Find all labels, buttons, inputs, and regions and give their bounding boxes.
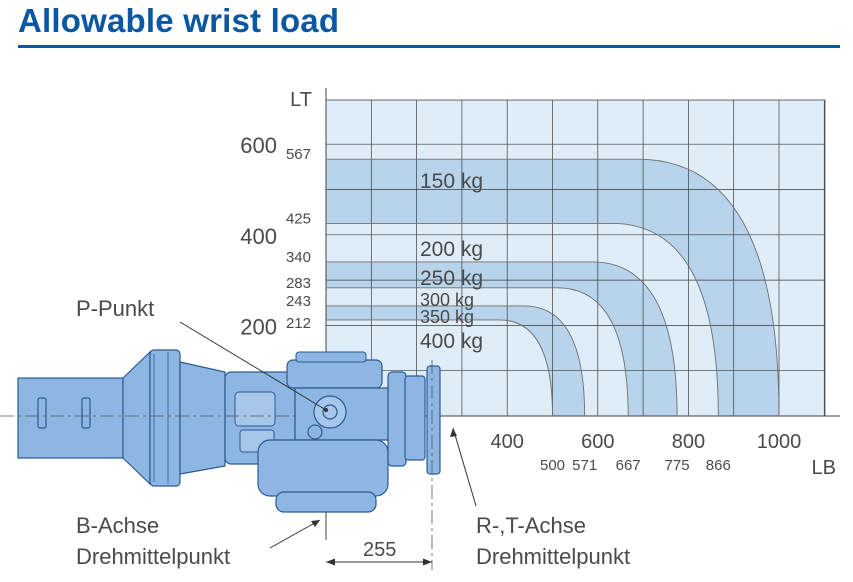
offset-dimension-label: 255	[363, 539, 396, 561]
lb-value-label: 866	[706, 457, 731, 474]
load-boundary-300-kg	[326, 287, 629, 417]
title-underline	[18, 45, 840, 48]
lt-value-label: 212	[286, 315, 311, 332]
load-boundary-150-kg	[326, 158, 780, 417]
load-boundary-400-kg	[326, 319, 553, 417]
series-label-400-kg: 400 kg	[420, 330, 483, 353]
series-label-150-kg: 150 kg	[420, 170, 483, 193]
p-point-label: P-Punkt	[76, 296, 154, 321]
robot-motor-top	[286, 359, 383, 389]
y-tick-label: 600	[240, 133, 277, 158]
robot-motor-bottom	[257, 439, 389, 497]
load-boundary-250-kg	[326, 261, 678, 417]
lb-value-label: 667	[616, 457, 641, 474]
lb-value-label: 500	[540, 457, 565, 474]
load-boundary-350-kg	[326, 305, 586, 417]
series-label-350-kg: 350 kg	[420, 307, 474, 327]
lt-value-label: 567	[286, 146, 311, 163]
b-axis-label: B-Achse	[76, 513, 159, 538]
rt-axis-label: R-,T-Achse	[476, 513, 586, 538]
y-tick-label: 400	[240, 224, 277, 249]
robot-arm-flare	[122, 350, 151, 486]
x-tick-label: 400	[491, 431, 524, 453]
x-axis-label: LB	[812, 457, 836, 479]
rt-axis-subtitle: Drehmittelpunkt	[476, 544, 630, 569]
lb-value-label: 571	[572, 457, 597, 474]
series-label-250-kg: 250 kg	[420, 267, 483, 290]
load-boundary-200-kg	[326, 223, 719, 417]
page-title: Allowable wrist load	[18, 2, 340, 39]
series-label-300-kg: 300 kg	[420, 290, 474, 310]
load-boundaries	[326, 158, 780, 417]
chart-gridlines	[230, 88, 840, 540]
y-tick-label: 200	[240, 314, 277, 339]
b-axis-subtitle: Drehmittelpunkt	[76, 544, 230, 569]
y-axis-label: LT	[290, 89, 312, 111]
annotation-leaders	[179, 321, 477, 566]
robot-arm-ring	[149, 349, 181, 487]
robot-wrist-illustration	[0, 349, 441, 570]
lb-value-label: 775	[665, 457, 690, 474]
robot-arm-tube	[17, 377, 124, 459]
lt-value-label: 283	[286, 275, 311, 292]
robot-flange	[426, 365, 441, 475]
lt-value-label: 243	[286, 293, 311, 310]
chart-labels: LT LB 200 400 600 400 600 800 1000 567 425 340 28324…	[240, 89, 836, 479]
lt-value-label: 425	[286, 210, 311, 227]
x-tick-label: 800	[672, 431, 705, 453]
series-label-200-kg: 200 kg	[420, 238, 483, 261]
x-tick-label: 1000	[757, 431, 802, 453]
lt-value-label: 340	[286, 249, 311, 266]
x-tick-label: 600	[581, 431, 614, 453]
